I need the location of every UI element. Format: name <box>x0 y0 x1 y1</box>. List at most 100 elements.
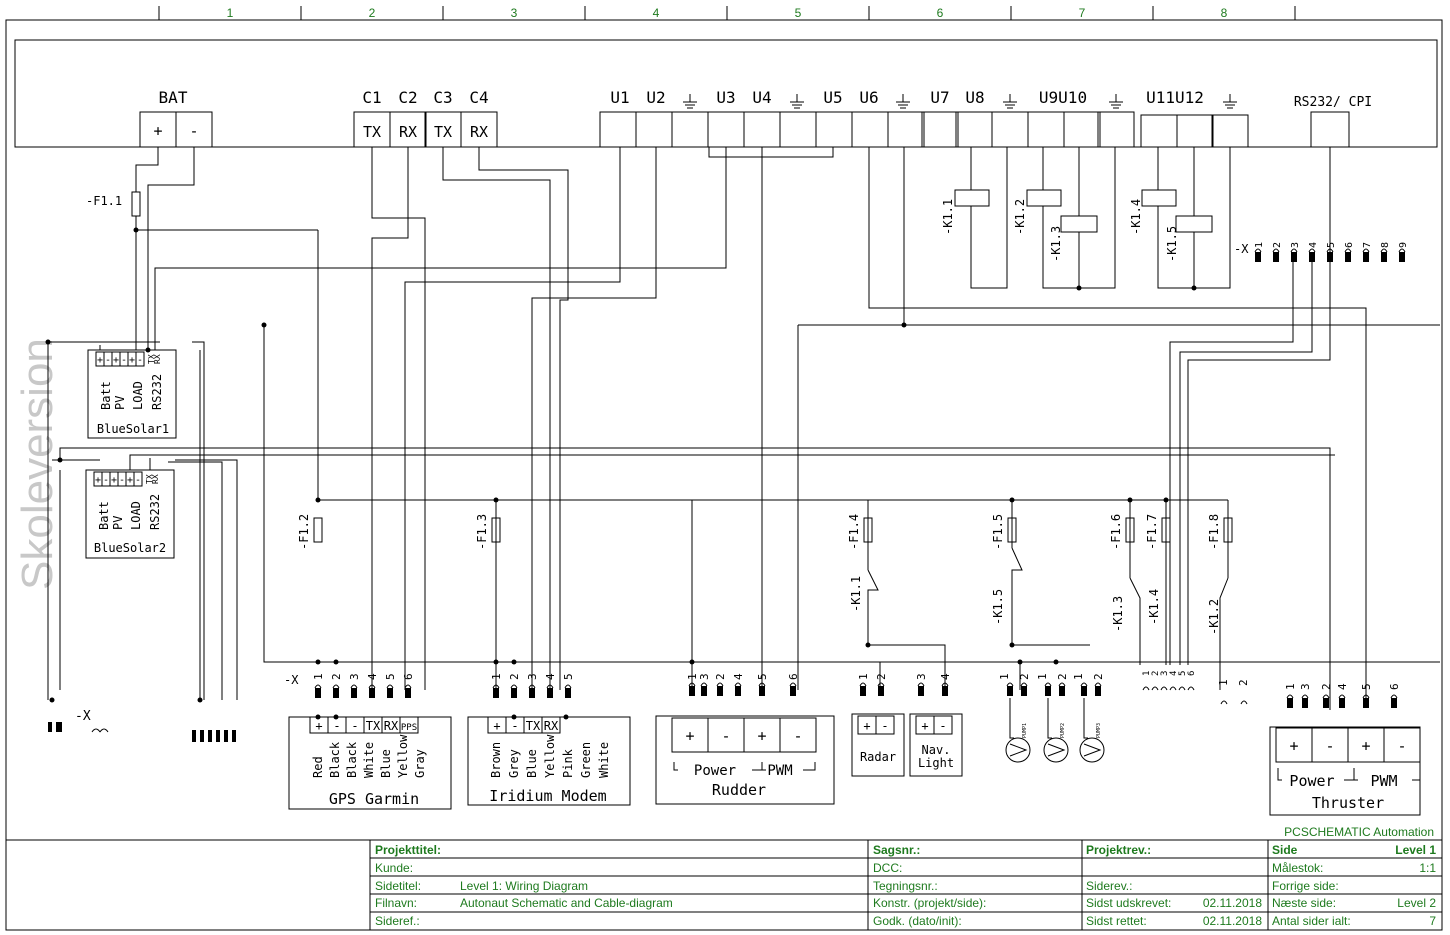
terminal-number: 6 <box>1344 242 1355 248</box>
bluesolar-pin-label: - <box>105 355 111 366</box>
terminal-connector <box>1291 252 1297 262</box>
terminal-number: 3 <box>915 673 928 680</box>
output-terminal <box>921 111 959 148</box>
output-terminal <box>1211 114 1249 148</box>
konstr-label: Konstr. (projekt/side): <box>873 896 986 910</box>
bluesolar-pin-label: + <box>95 475 101 486</box>
wire-color-label: Grey <box>507 749 521 778</box>
bluesolar-pin-label: - <box>135 475 141 486</box>
wire-color-label: Pink <box>561 748 575 778</box>
junction-dot <box>1009 642 1015 648</box>
fuse-symbol <box>1223 517 1233 543</box>
terminal-socket <box>1398 248 1406 253</box>
terminal-connector <box>1255 252 1261 262</box>
terminal-number: 8 <box>1380 242 1391 248</box>
output-terminal <box>1140 114 1178 148</box>
junction-dot <box>493 497 499 503</box>
bluesolar-pin-label: + <box>113 355 119 366</box>
terminal-number: 4 <box>939 673 952 680</box>
terminal-connector <box>192 730 196 742</box>
malestok-value: 1:1 <box>1419 861 1436 875</box>
terminal-socket <box>1080 682 1088 687</box>
bluesolar-pin-label: + <box>97 355 103 366</box>
junction-dot <box>145 347 151 353</box>
terminal-number: 4 <box>366 673 379 680</box>
terminal-number: 2 <box>1018 673 1031 680</box>
ground-icon <box>1003 94 1017 109</box>
bluesolar2-name: BlueSolar2 <box>94 541 166 555</box>
ground-icon <box>790 94 804 109</box>
sidst-rettet-label: Sidst rettet: <box>1086 914 1147 928</box>
terminal-socket <box>1187 686 1195 691</box>
terminal-number: 3 <box>698 673 711 680</box>
device-pin-label: RX <box>544 719 559 733</box>
terminal-socket <box>1301 694 1309 699</box>
wire-color-label: Red <box>311 756 325 778</box>
fuse-label: -F1.4 <box>847 514 861 550</box>
relay-contact-label: -K1.5 <box>991 589 1005 625</box>
sideref-label: Sideref.: <box>375 914 420 928</box>
sidst-udskrevet-label: Sidst udskrevet: <box>1086 896 1171 910</box>
terminal-connector <box>1363 252 1369 262</box>
column-number: 4 <box>653 6 660 20</box>
side-value: Level 1 <box>1395 843 1436 857</box>
terminal-socket <box>314 684 322 689</box>
terminal-number: 1 <box>1217 679 1230 686</box>
output-label: U7 <box>930 88 949 107</box>
rudder-pin-cell <box>779 717 817 753</box>
terminal-socket <box>1020 682 1028 687</box>
output-label: U11U12 <box>1146 88 1204 107</box>
terminal-number: 6 <box>1187 671 1197 676</box>
terminal-connector <box>860 686 866 696</box>
thruster-pin-label: + <box>1289 737 1298 755</box>
rudder-pin-label: + <box>685 727 694 745</box>
terminal-socket <box>404 684 412 689</box>
rudder-pin-label: - <box>793 727 802 745</box>
wiring <box>47 147 1440 710</box>
radar-pin-label: - <box>881 719 888 733</box>
terminal-number: 4 <box>1308 242 1319 248</box>
terminal-number: 2 <box>1056 673 1069 680</box>
column-number: 5 <box>795 6 802 20</box>
junction-dot <box>1163 497 1169 503</box>
relay-label: -K1.4 <box>1129 199 1143 235</box>
com-port-label: C1 <box>362 88 381 107</box>
thruster-pin-label: - <box>1397 737 1406 755</box>
output-terminal <box>1027 111 1065 148</box>
pump-wire <box>1047 698 1052 739</box>
terminal-socket <box>1326 248 1334 253</box>
iridium-name: Iridium Modem <box>489 787 606 805</box>
terminal-socket <box>510 684 518 689</box>
wire-color-label: Yellow <box>543 734 557 778</box>
fuses: -F1.1-F1.2-F1.3-F1.4-F1.5-F1.6-F1.7-F1.8 <box>86 191 1233 550</box>
side-label: Side <box>1272 843 1298 857</box>
terminal-socket <box>1142 686 1150 691</box>
terminal-x-left: -X <box>75 709 91 724</box>
terminal-socket <box>350 684 358 689</box>
title-block: PCSCHEMATIC Automation Projekttitel: Kun… <box>6 825 1442 930</box>
junction-dot <box>197 697 203 703</box>
pump-icon <box>1079 737 1105 763</box>
terminal-connector <box>1287 698 1293 708</box>
device-pin-label: + <box>315 719 322 733</box>
radar-pin-label: + <box>863 719 870 733</box>
wire-color-label: Gray <box>413 749 427 778</box>
terminal-number: 7 <box>1362 242 1373 248</box>
bluesolar-rxtx: RX <box>153 354 162 364</box>
terminal-connector <box>1095 686 1101 696</box>
terminal-connector <box>369 688 375 698</box>
terminal-socket <box>700 682 708 687</box>
bluesolar1-name: BlueSolar1 <box>97 422 169 436</box>
column-number: 3 <box>511 6 518 20</box>
fuse-label: -F1.6 <box>1109 514 1123 550</box>
output-label: U5 <box>823 88 842 107</box>
terminal-connector <box>1391 698 1397 708</box>
bluesolar-pin-label: + <box>111 475 117 486</box>
bluesolar-pin-label: - <box>121 355 127 366</box>
